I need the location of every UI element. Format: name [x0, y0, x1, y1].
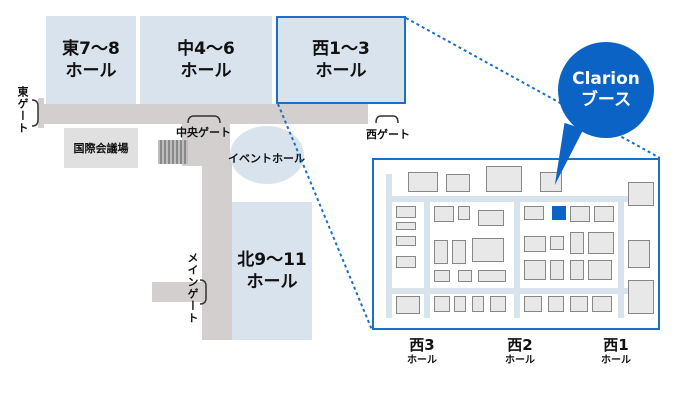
booth-block: [628, 182, 654, 206]
hall-center-label: 中4〜6 ホール: [177, 39, 235, 81]
stairs-icon: [158, 140, 188, 164]
conference-label: 国際会議場: [73, 142, 129, 155]
booth-block: [434, 206, 454, 222]
event-hall[interactable]: [230, 126, 304, 184]
booth-block: [550, 236, 564, 250]
booth-block: [490, 296, 506, 312]
booth-block: [588, 232, 614, 254]
clarion-booth-callout[interactable]: Clarion ブース: [558, 42, 654, 138]
main-gate-label: メインゲート: [186, 252, 199, 324]
booth-block: [570, 260, 584, 280]
event-hall-label: イベントホール: [228, 152, 305, 165]
booth-block: [486, 166, 522, 192]
inset-hall-sub: ホール: [505, 355, 535, 366]
booth-block: [594, 206, 614, 222]
booth-block: [458, 206, 470, 220]
booth-block: [524, 260, 546, 280]
booth-block: [396, 236, 416, 246]
east-gate-bracket-icon: [31, 99, 39, 127]
booth-block: [524, 296, 542, 312]
inset-hall-name: 西1: [603, 336, 629, 354]
booth-block: [454, 296, 466, 312]
booth-block: [524, 236, 546, 252]
booth-block: [570, 296, 588, 312]
booth-block: [588, 260, 612, 280]
booth-block: [458, 270, 472, 282]
inset-hall-sub: ホール: [407, 355, 437, 366]
booth-block: [550, 260, 564, 280]
inset-aisle-left: [386, 174, 392, 318]
hall-east-label: 東7〜8 ホール: [62, 39, 120, 81]
booth-block: [478, 210, 504, 226]
booth-block: [434, 296, 450, 312]
main-gate-bracket-icon: [199, 279, 207, 305]
inset-hall-label-west2: 西2 ホール: [490, 336, 550, 367]
central-gate-bracket-icon: [187, 115, 221, 124]
booth-block: [628, 240, 650, 268]
west-hall-inset-map[interactable]: [372, 158, 660, 330]
booth-block: [434, 240, 448, 264]
inset-aisle-bottom: [386, 288, 648, 294]
north-corridor: [202, 160, 232, 340]
booth-block: [478, 270, 506, 282]
west-gate-label: 西ゲート: [366, 128, 410, 141]
booth-block: [396, 206, 416, 218]
hall-east[interactable]: 東7〜8 ホール: [46, 16, 136, 104]
inset-aisle-mid2: [514, 196, 520, 318]
main-corridor: [38, 104, 368, 124]
hall-center[interactable]: 中4〜6 ホール: [140, 16, 272, 104]
booth-block: [396, 222, 416, 230]
booth-block: [472, 296, 484, 312]
booth-block: [396, 296, 420, 314]
booth-block: [434, 270, 450, 282]
east-gate-label: 東ゲート: [16, 86, 29, 134]
booth-block: [570, 232, 584, 254]
hall-north[interactable]: 北9〜11 ホール: [232, 202, 312, 340]
inset-hall-name: 西2: [507, 336, 533, 354]
booth-block: [548, 296, 564, 312]
inset-hall-sub: ホール: [601, 355, 631, 366]
callout-line2: ブース: [580, 90, 632, 110]
hall-north-label: 北9〜11 ホール: [237, 250, 307, 292]
main-gate-corridor: [152, 282, 204, 302]
inset-aisle-mid3: [618, 196, 624, 318]
booth-block: [524, 206, 544, 220]
booth-block: [446, 174, 470, 192]
hall-west[interactable]: 西1〜3 ホール: [276, 16, 406, 104]
booth-block: [472, 238, 504, 262]
clarion-booth-marker[interactable]: [552, 206, 566, 220]
inset-hall-label-west1: 西1 ホール: [586, 336, 646, 367]
east-gate-stub: [38, 98, 44, 128]
booth-block: [570, 206, 590, 222]
inset-hall-label-west3: 西3 ホール: [392, 336, 452, 367]
booth-block: [396, 256, 416, 268]
inset-hall-name: 西3: [409, 336, 435, 354]
booth-block: [540, 172, 562, 192]
booth-block: [628, 280, 654, 314]
central-gate-label: 中央ゲート: [176, 126, 231, 139]
booth-block: [592, 296, 612, 312]
conference-hall[interactable]: 国際会議場: [64, 128, 138, 168]
hall-west-label: 西1〜3 ホール: [312, 39, 370, 81]
central-corridor: [182, 122, 230, 166]
booth-block: [452, 240, 466, 264]
callout-line1: Clarion: [572, 69, 640, 89]
inset-aisle-mid1: [424, 196, 430, 318]
west-gate-bracket-icon: [375, 115, 399, 124]
booth-block: [408, 172, 438, 192]
